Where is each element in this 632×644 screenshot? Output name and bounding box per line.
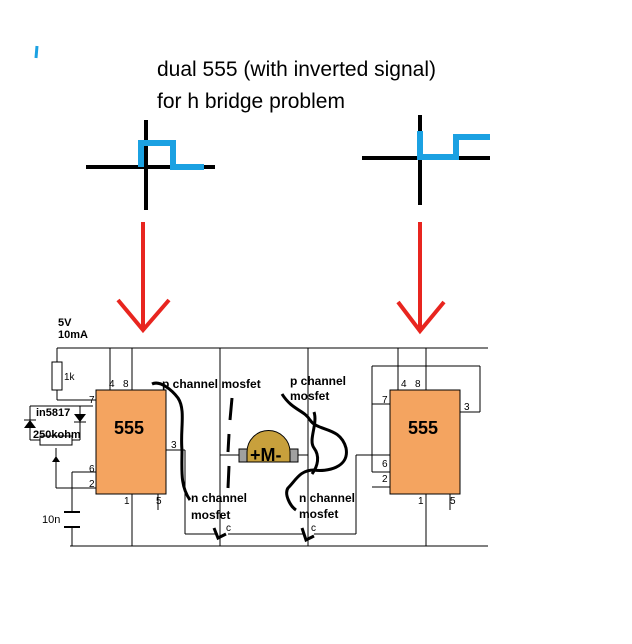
n-channel-mosfet-left-label-2: mosfet — [191, 508, 230, 522]
ic-left-pin-4: 4 — [109, 379, 115, 390]
c-label-right: c — [311, 523, 316, 534]
hand-drawn-mosfet-scribbles — [151, 381, 348, 543]
pot-250k — [39, 435, 73, 446]
ic-right-label: 555 — [408, 418, 438, 438]
ic-left-pin-2: 2 — [89, 479, 95, 490]
ic-left-555 — [95, 389, 167, 495]
motor-label: +M- — [250, 445, 282, 465]
ic-right-pin-7: 7 — [382, 395, 388, 406]
n-channel-mosfet-right-label-2: mosfet — [299, 507, 338, 521]
ic-left-label: 555 — [114, 418, 144, 438]
ic-right-pin-1: 1 — [418, 496, 424, 507]
pot-label: 250kohm — [33, 429, 81, 441]
diode-symbols — [24, 414, 86, 428]
ic-left-pin-5: 5 — [156, 496, 162, 507]
left-arrow — [116, 222, 171, 334]
ic-right-pin-6: 6 — [382, 459, 388, 470]
supply-current-label: 10mA — [58, 329, 88, 341]
pot-wiper-icon — [52, 456, 60, 462]
diode-label: in5817 — [36, 407, 70, 419]
motor-symbol — [238, 430, 299, 463]
ic-right-pin-3: 3 — [464, 402, 470, 413]
left-waveform — [86, 120, 215, 210]
left-signal-trace — [138, 140, 204, 170]
cap-label: 10n — [42, 514, 60, 526]
ic-left-pin-1: 1 — [124, 496, 130, 507]
ic-left-pin-6: 6 — [89, 464, 95, 475]
ic-left-pin-8: 8 — [123, 379, 129, 390]
c-label-left: c — [226, 523, 231, 534]
ic-right-pin-5: 5 — [450, 496, 456, 507]
resistor-1k — [51, 361, 63, 391]
resistor-1k-label: 1k — [64, 372, 76, 383]
title-line-1: dual 555 (with inverted signal) — [157, 58, 436, 81]
supply-voltage-label: 5V — [58, 317, 72, 329]
ic-left-pin-3: 3 — [171, 440, 177, 451]
title-line-2: for h bridge problem — [157, 90, 345, 113]
right-arrow — [396, 222, 446, 335]
ic-right-pin-4: 4 — [401, 379, 407, 390]
n-channel-mosfet-left-label-1: n channel — [191, 491, 247, 505]
ic-right-pin-2: 2 — [382, 474, 388, 485]
ic-right-pin-8: 8 — [415, 379, 421, 390]
ic-right-555 — [389, 389, 461, 495]
ic-left-pin-7: 7 — [89, 395, 95, 406]
wiring — [29, 347, 488, 547]
n-channel-mosfet-right-label-1: n channel — [299, 491, 355, 505]
p-channel-mosfet-right-label-2: mosfet — [290, 389, 329, 403]
p-channel-mosfet-left-label: p channel mosfet — [162, 377, 261, 391]
p-channel-mosfet-right-label-1: p channel — [290, 374, 346, 388]
right-signal-trace — [417, 131, 490, 160]
stray-mark — [34, 45, 39, 59]
right-waveform — [362, 115, 490, 205]
